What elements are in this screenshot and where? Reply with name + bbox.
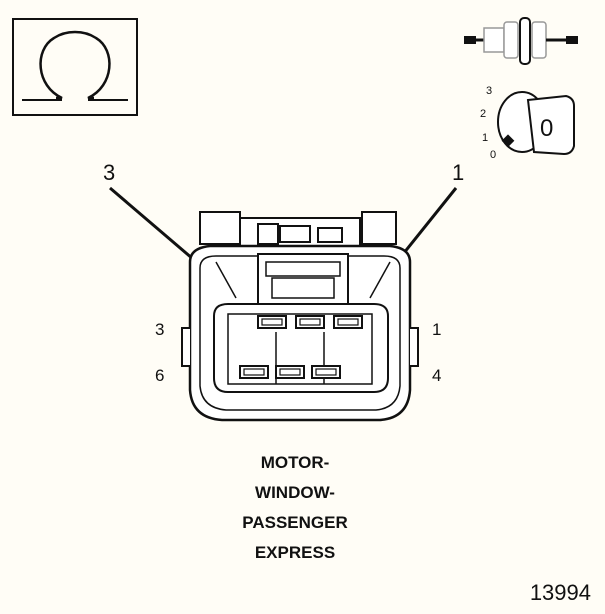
caption-line-4: EXPRESS xyxy=(254,543,336,562)
disconnected-connector-icon xyxy=(462,12,582,77)
caption-line-1: MOTOR- xyxy=(260,453,330,472)
key-label: 0 xyxy=(540,115,553,142)
caption-line-2: WINDOW- xyxy=(255,483,335,502)
terminal-row-bottom xyxy=(239,365,341,379)
ohm-meter-icon xyxy=(12,18,138,116)
caption-line-3: PASSENGER xyxy=(242,513,348,532)
key-position-0: 0 xyxy=(490,149,496,161)
ignition-key-icon: 3 2 1 0 0 xyxy=(478,80,578,175)
connector-housing xyxy=(181,244,419,422)
terminal-row-top xyxy=(257,315,363,329)
key-position-3: 3 xyxy=(486,85,492,97)
pin-label-top-left: 3 xyxy=(155,320,165,339)
callout-right: 1 xyxy=(452,160,465,185)
pin-label-top-right: 1 xyxy=(432,320,442,339)
connector-latch xyxy=(199,211,397,249)
callout-left: 3 xyxy=(103,160,116,185)
pin-label-bottom-left: 6 xyxy=(155,366,165,385)
key-position-1: 1 xyxy=(482,132,488,144)
key-position-2: 2 xyxy=(480,108,486,120)
pin-label-bottom-right: 4 xyxy=(432,366,442,385)
figure-number: 13994 xyxy=(529,580,591,605)
